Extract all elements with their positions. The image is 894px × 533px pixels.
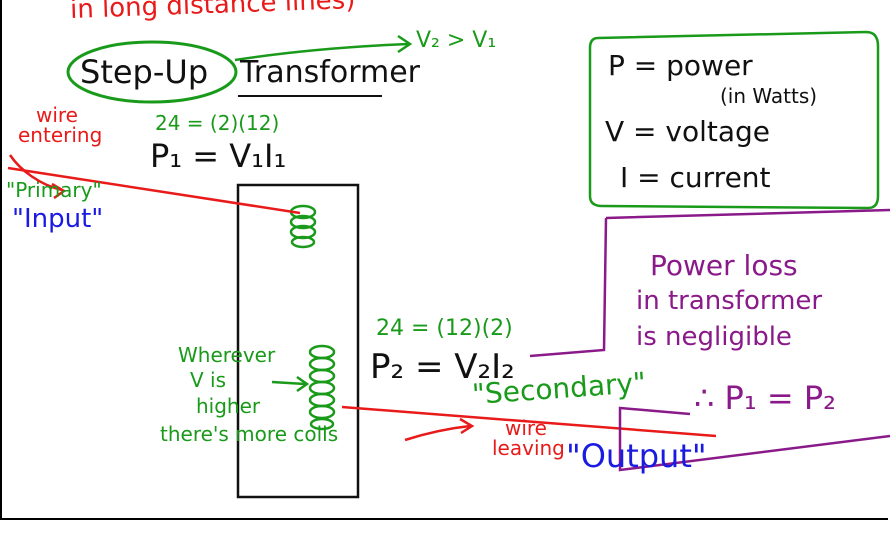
coil-note-arrow [271, 380, 306, 386]
primary-role: "Input" [12, 204, 104, 234]
wire-entering-arrow [8, 154, 63, 192]
wire-leaving-arrow [404, 424, 471, 442]
loss-note-line2: in transformer [636, 286, 823, 316]
loss-note-conclusion: ∴ P₁ = P₂ [694, 379, 836, 417]
primary-equation: P₁ = V₁I₁ [150, 137, 287, 175]
loss-note-box [529, 208, 891, 472]
legend-current: I = current [620, 161, 771, 194]
v-relation-arrow [234, 42, 409, 62]
wire-leaving-label: wire leaving [492, 416, 565, 460]
wire-entering-label: wire entering [18, 103, 103, 147]
coil-note-line4: there's more coils [160, 422, 339, 446]
secondary-equation: P₂ = V₂I₂ [370, 347, 515, 387]
loss-note-line1: Power loss [650, 249, 798, 282]
wire-entering-line [7, 166, 301, 215]
slide-frame [0, 0, 888, 520]
legend-voltage: V = voltage [605, 115, 771, 148]
primary-numbers: 24 = (2)(12) [155, 111, 280, 135]
legend-power: P = power [608, 49, 753, 82]
legend-power-unit: (in Watts) [720, 84, 818, 108]
coil-note-line3: higher [196, 394, 261, 418]
v-relation-label: V₂ > V₁ [416, 28, 497, 53]
legend-box [588, 30, 880, 210]
step-up-oval [66, 40, 238, 104]
loss-note-line3: is negligible [636, 322, 792, 352]
secondary-coil [308, 344, 336, 431]
coil-note-line2: V is [190, 368, 227, 392]
primary-name: "Primary" [6, 178, 102, 202]
step-up-label: Step-Up [80, 53, 209, 91]
coil-note-line1: Wherever [178, 343, 276, 367]
wire-leaving-line [341, 405, 717, 438]
transformer-core [236, 183, 360, 499]
secondary-role: "Output" [566, 437, 707, 475]
transformer-label: Transformer [240, 55, 421, 90]
secondary-numbers: 24 = (12)(2) [376, 316, 513, 341]
